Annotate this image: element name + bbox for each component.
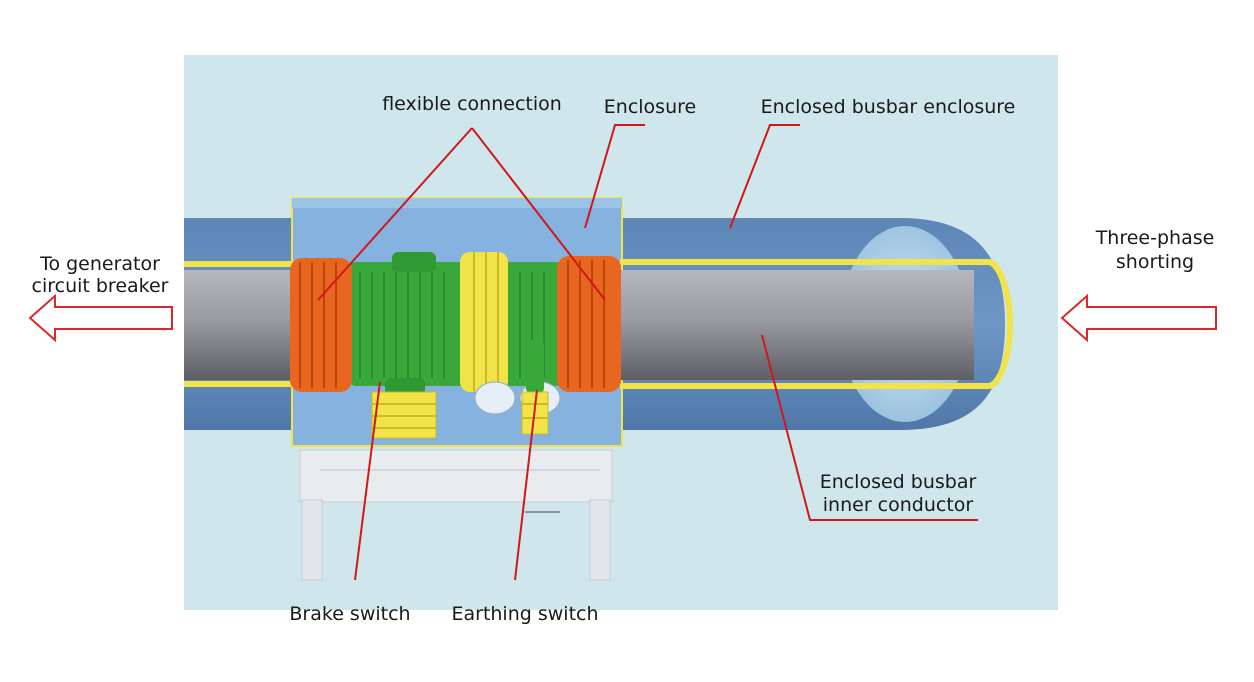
label-earthing-switch: Earthing switch — [451, 603, 598, 625]
leader-inner-conductor — [761, 334, 978, 521]
label-three-phase-line1: Three-phase — [1095, 227, 1215, 249]
leader-flex-right — [471, 127, 606, 301]
yellow-band-lines — [184, 259, 1014, 389]
label-flexible-connection: flexible connection — [382, 93, 562, 115]
label-brake-switch: Brake switch — [289, 603, 410, 625]
support-frame — [299, 449, 613, 581]
flexible-connection-right — [557, 256, 621, 392]
outline-arrow-left-icon — [28, 293, 173, 343]
flexible-connection-left — [290, 258, 352, 392]
label-inner-conductor-line2: inner conductor — [823, 494, 974, 516]
leader-busbar-enclosure — [729, 124, 800, 229]
outline-arrow-left-icon — [1060, 293, 1217, 343]
earthing-switch — [474, 340, 561, 435]
leader-flex-left — [317, 127, 473, 301]
label-three-phase-line2: shorting — [1116, 251, 1194, 273]
label-busbar-enclosure: Enclosed busbar enclosure — [761, 96, 1016, 118]
brake-switch-base — [371, 391, 437, 439]
label-generator-line2: circuit breaker — [32, 275, 169, 297]
leader-earthing-switch — [514, 389, 538, 581]
label-inner-conductor-line1: Enclosed busbar — [820, 471, 977, 493]
label-generator-line1: To generator — [39, 253, 160, 275]
label-enclosure: Enclosure — [604, 96, 696, 118]
leader-brake-switch — [354, 381, 381, 581]
leader-enclosure — [584, 124, 645, 229]
leader-lines — [317, 124, 978, 581]
